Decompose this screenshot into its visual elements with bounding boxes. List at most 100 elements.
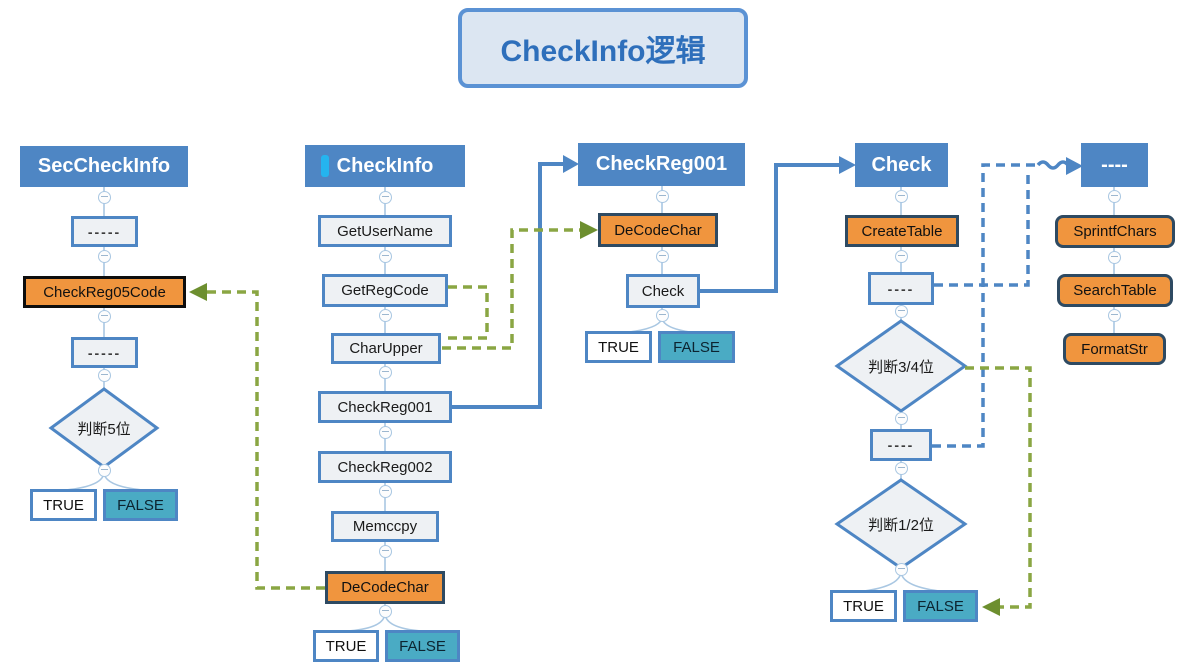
- col1-false-box: FALSE: [103, 489, 178, 521]
- col1-true-box: TRUE: [30, 489, 97, 521]
- minus-circle-icon[interactable]: [895, 250, 908, 263]
- node-label: Memccpy: [352, 518, 418, 535]
- node-charupper: CharUpper: [331, 333, 441, 364]
- false-label: FALSE: [117, 496, 164, 514]
- node-dash-c1-bottom: -----: [71, 337, 138, 368]
- node-checkreg002: CheckReg002: [318, 451, 452, 483]
- minus-circle-icon[interactable]: [656, 190, 669, 203]
- minus-circle-icon[interactable]: [379, 426, 392, 439]
- dashed-diamond34-to-false: [965, 366, 1032, 609]
- decision-34bit-label: 判断3/4位: [837, 348, 965, 384]
- true-label: TRUE: [325, 637, 367, 655]
- decision-34bit-diamond: [834, 319, 968, 413]
- minus-circle-icon[interactable]: [98, 464, 111, 477]
- node-createtable: CreateTable: [845, 215, 959, 247]
- green-arrowheads: [189, 221, 1000, 616]
- node-label: SprintfChars: [1073, 223, 1157, 240]
- minus-circle-icon[interactable]: [895, 563, 908, 576]
- minus-circle-icon[interactable]: [895, 462, 908, 475]
- node-dash-c4-top: ----: [868, 272, 934, 305]
- blue-dashed-arrows: [932, 163, 1038, 448]
- minus-circle-icon[interactable]: [895, 305, 908, 318]
- minus-circle-icon[interactable]: [895, 412, 908, 425]
- node-label: CheckReg001: [337, 398, 433, 416]
- dashed-box1-to-col5: [934, 170, 1030, 287]
- minus-circle-icon[interactable]: [379, 191, 392, 204]
- col5-arrowhead: [1066, 157, 1083, 175]
- node-label: DeCodeChar: [614, 221, 702, 239]
- minus-circle-icon[interactable]: [379, 545, 392, 558]
- minus-circle-icon[interactable]: [379, 366, 392, 379]
- node-dash-c1-top: -----: [71, 216, 138, 247]
- minus-circle-icon[interactable]: [895, 190, 908, 203]
- node-label: GetRegCode: [341, 282, 429, 299]
- page-title: CheckInfo逻辑: [500, 35, 706, 68]
- decision-label: 判断1/2位: [868, 516, 934, 534]
- minus-circle-icon[interactable]: [98, 369, 111, 382]
- minus-circle-icon[interactable]: [379, 605, 392, 618]
- col5-header-label: ----: [1101, 153, 1128, 176]
- node-memccpy: Memccpy: [331, 511, 439, 542]
- node-checkreg05code: CheckReg05Code: [23, 276, 186, 308]
- arrow-checkreg001-to-col3: [452, 162, 564, 409]
- minus-circle-icon[interactable]: [656, 250, 669, 263]
- col4-header-label: Check: [871, 153, 932, 176]
- green-dashed-arrows: [207, 228, 1032, 609]
- minus-circle-icon[interactable]: [1108, 309, 1121, 322]
- solid-arrowheads: [563, 155, 856, 174]
- minus-circle-icon[interactable]: [656, 309, 669, 322]
- true-label: TRUE: [598, 338, 639, 356]
- node-label: CreateTable: [861, 222, 943, 240]
- dash-label: ----: [887, 280, 915, 297]
- col4-true-box: TRUE: [830, 590, 897, 622]
- minus-circle-icon[interactable]: [379, 309, 392, 322]
- node-label: Check: [641, 282, 685, 300]
- decision-12bit-label: 判断1/2位: [837, 506, 965, 542]
- col3-header-label: CheckReg001: [595, 153, 728, 175]
- node-decodechar-col3: DeCodeChar: [598, 213, 718, 247]
- dash-label: ----: [887, 437, 915, 453]
- dash-label: -----: [87, 344, 122, 361]
- false-label: FALSE: [917, 597, 964, 615]
- node-label: CheckReg002: [337, 458, 433, 476]
- node-label: SearchTable: [1073, 282, 1157, 299]
- solid-flow-arrows: [452, 162, 840, 409]
- squiggle-into-col5: [1036, 160, 1070, 170]
- dash-label: -----: [87, 223, 122, 240]
- col3-true-box: TRUE: [585, 331, 652, 363]
- minus-circle-icon[interactable]: [1108, 251, 1121, 264]
- dashed-charupper-to-decodechar3: [442, 228, 580, 350]
- node-label: CharUpper: [349, 340, 423, 357]
- col2-header: CheckInfo: [305, 145, 465, 187]
- node-getregcode: GetRegCode: [322, 274, 448, 307]
- minus-circle-icon[interactable]: [98, 310, 111, 323]
- col2-header-label: CheckInfo: [336, 154, 434, 177]
- node-formatstr: FormatStr: [1063, 333, 1166, 365]
- title-box: CheckInfo逻辑: [458, 8, 748, 88]
- node-dash-c4-mid: ----: [870, 429, 932, 461]
- false-label: FALSE: [673, 338, 720, 356]
- dashed-box2-to-col5: [932, 163, 1038, 448]
- col2-true-box: TRUE: [313, 630, 379, 662]
- text-cursor-icon: [321, 155, 329, 177]
- tree-connector-lines: [65, 186, 1115, 632]
- minus-circle-icon[interactable]: [379, 250, 392, 263]
- node-getusername: GetUserName: [318, 215, 452, 247]
- col4-header: Check: [855, 143, 948, 187]
- false-label: FALSE: [399, 637, 446, 655]
- node-checkreg001: CheckReg001: [318, 391, 452, 423]
- true-label: TRUE: [43, 496, 84, 514]
- node-label: FormatStr: [1081, 340, 1148, 358]
- decision-label: 判断5位: [77, 420, 131, 438]
- node-check-col3: Check: [626, 274, 700, 308]
- col3-false-box: FALSE: [658, 331, 735, 363]
- minus-circle-icon[interactable]: [98, 250, 111, 263]
- minus-circle-icon[interactable]: [98, 191, 111, 204]
- col2-false-box: FALSE: [385, 630, 460, 662]
- decision-5bit-label: 判断5位: [51, 410, 157, 446]
- minus-circle-icon[interactable]: [379, 485, 392, 498]
- minus-circle-icon[interactable]: [1108, 190, 1121, 203]
- col1-header: SecCheckInfo: [20, 146, 188, 187]
- dashed-getregcode-to-charupper: [442, 285, 489, 340]
